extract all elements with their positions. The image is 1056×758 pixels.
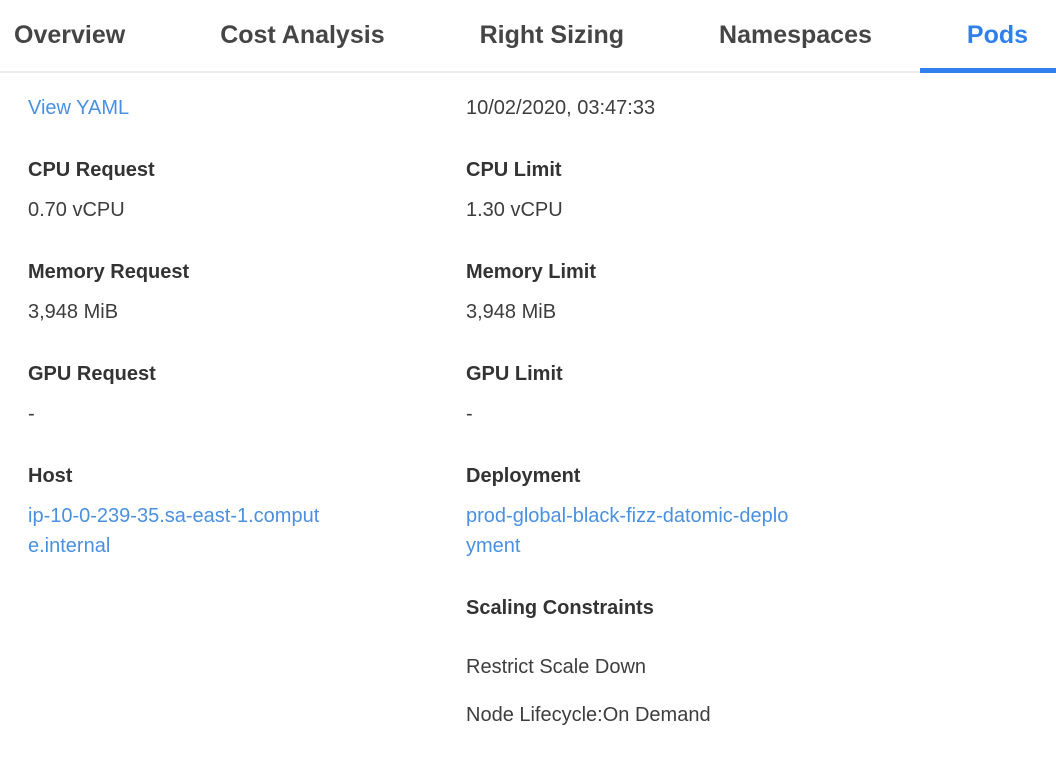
field-value: 1.30 vCPU xyxy=(466,199,563,221)
host-link[interactable]: ip-10-0-239-35.sa-east-1.compute.interna… xyxy=(28,505,320,557)
deployment-link[interactable]: prod-global-black-fizz-datomic-deploymen… xyxy=(466,505,789,557)
field-memory-request: Memory Request 3,948 MiB xyxy=(28,257,466,327)
tab-namespaces[interactable]: Namespaces xyxy=(719,21,872,49)
field-deployment: Deployment prod-global-black-fizz-datomi… xyxy=(466,461,1056,561)
field-label: GPU Request xyxy=(28,363,156,385)
field-gpu-limit: GPU Limit - xyxy=(466,359,1056,429)
tab-right-sizing[interactable]: Right Sizing xyxy=(479,21,625,49)
scaling-constraints-title: Scaling Constraints xyxy=(466,597,654,619)
field-cpu-limit: CPU Limit 1.30 vCPU xyxy=(466,155,1056,225)
field-gpu-request: GPU Request - xyxy=(28,359,466,429)
details-left-column: View YAML CPU Request 0.70 vCPU Memory R… xyxy=(28,93,466,748)
field-value: 0.70 vCPU xyxy=(28,199,125,221)
tab-overview[interactable]: Overview xyxy=(14,21,126,49)
field-cpu-request: CPU Request 0.70 vCPU xyxy=(28,155,466,225)
field-label: Memory Limit xyxy=(466,261,597,283)
view-yaml-link[interactable]: View YAML xyxy=(28,97,130,119)
field-memory-limit: Memory Limit 3,948 MiB xyxy=(466,257,1056,327)
field-label: Host xyxy=(28,465,73,487)
field-value: - xyxy=(28,403,35,425)
scaling-constraints-section: Scaling Constraints Restrict Scale Down … xyxy=(466,593,1056,730)
creation-timestamp: 10/02/2020, 03:47:33 xyxy=(466,97,656,119)
field-value: 3,948 MiB xyxy=(466,301,557,323)
field-label: CPU Request xyxy=(28,159,155,181)
pod-details-panel: View YAML CPU Request 0.70 vCPU Memory R… xyxy=(0,73,1056,748)
field-value: 3,948 MiB xyxy=(28,301,119,323)
tab-pods[interactable]: Pods xyxy=(919,0,1056,73)
scaling-constraint-item: Restrict Scale Down xyxy=(466,656,647,678)
field-value: - xyxy=(466,403,473,425)
field-label: Memory Request xyxy=(28,261,190,283)
tab-cost-analysis[interactable]: Cost Analysis xyxy=(220,21,385,49)
field-label: GPU Limit xyxy=(466,363,563,385)
field-label: Deployment xyxy=(466,465,581,487)
details-right-column: 10/02/2020, 03:47:33 CPU Limit 1.30 vCPU… xyxy=(466,93,1056,748)
field-host: Host ip-10-0-239-35.sa-east-1.compute.in… xyxy=(28,461,466,561)
field-label: CPU Limit xyxy=(466,159,562,181)
scaling-constraint-item: Node Lifecycle:On Demand xyxy=(466,704,711,726)
tab-bar: Overview Cost Analysis Right Sizing Name… xyxy=(0,0,1056,73)
